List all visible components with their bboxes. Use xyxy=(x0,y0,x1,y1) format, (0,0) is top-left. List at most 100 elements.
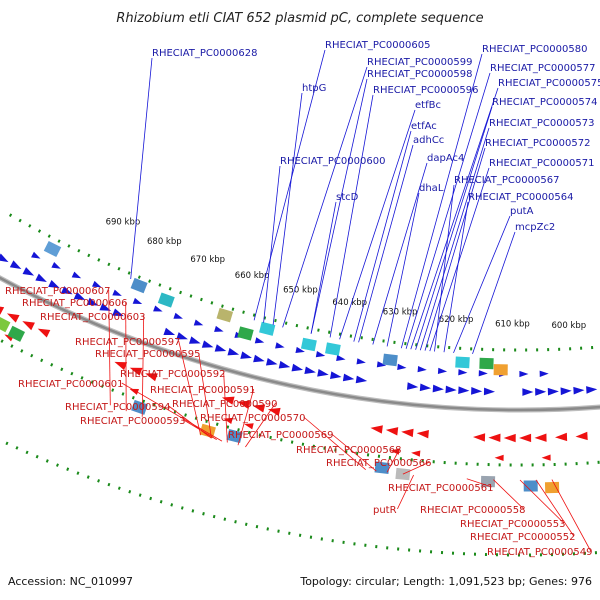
reverse-gene-label: RHECIAT_PC0000594 xyxy=(65,402,170,413)
feature-block-13 xyxy=(199,423,216,439)
reverse-label-leader xyxy=(535,479,575,537)
forward-gene-arrow-16 xyxy=(240,351,252,359)
forward-gene-label: RHECIAT_PC0000573 xyxy=(489,118,594,129)
feature-block-4 xyxy=(237,326,254,341)
forward-gene-arrow-13 xyxy=(201,340,214,348)
reverse-gene-label: RHECIAT_PC0000595 xyxy=(95,349,200,360)
forward-gene-label: RHECIAT_PC0000567 xyxy=(454,175,559,186)
forward-gene-label: mcpZc2 xyxy=(515,222,555,233)
feature-tracks xyxy=(0,213,600,557)
reverse-gene-label: RHECIAT_PC0000606 xyxy=(22,298,127,309)
forward-gene-arrow-15 xyxy=(227,347,240,356)
forward-gene-label: RHECIAT_PC0000598 xyxy=(367,69,472,80)
forward-gene-arrow-outer-17 xyxy=(376,361,387,368)
forward-gene-arrow-18 xyxy=(265,357,278,366)
forward-gene-arrow-36 xyxy=(560,387,572,396)
forward-gene-arrow-outer-19 xyxy=(417,365,427,373)
forward-gene-label: RHECIAT_PC0000577 xyxy=(490,63,595,74)
forward-gene-arrow-8 xyxy=(99,303,112,311)
reverse-gene-label: RHECIAT_PC0000552 xyxy=(470,532,575,543)
scale-label: 600 kbp xyxy=(552,321,587,331)
feature-block-3 xyxy=(216,307,234,323)
forward-gene-arrow-outer-6 xyxy=(153,305,163,312)
forward-label-leader xyxy=(415,106,493,350)
reverse-gene-arrow-0 xyxy=(0,305,5,315)
forward-gene-arrow-12 xyxy=(188,336,201,344)
forward-gene-arrow-31 xyxy=(471,387,483,395)
forward-gene-arrow-3 xyxy=(35,273,47,282)
reverse-label-leader xyxy=(519,479,564,524)
forward-gene-label: RHECIAT_PC0000580 xyxy=(482,44,587,55)
backbone-ring xyxy=(0,276,600,412)
forward-gene-label: etfBc xyxy=(415,100,441,111)
forward-label-leader xyxy=(386,192,420,347)
forward-gene-label: RHECIAT_PC0000596 xyxy=(373,85,478,96)
forward-gene-arrow-outer-8 xyxy=(193,319,204,326)
reverse-gene-arrow-inner-6 xyxy=(494,454,504,462)
forward-gene-arrow-outer-1 xyxy=(51,261,61,269)
forward-gene-arrow-outer-22 xyxy=(478,370,488,377)
forward-gene-label: RHECIAT_PC0000572 xyxy=(485,138,590,149)
reverse-label-leader xyxy=(386,448,401,473)
forward-gene-arrow-5 xyxy=(60,286,73,295)
forward-gene-arrow-outer-3 xyxy=(92,280,102,288)
reverse-gene-label: RHECIAT_PC0000590 xyxy=(172,399,277,410)
feature-block-7 xyxy=(325,342,341,356)
reverse-gene-label: RHECIAT_PC0000607 xyxy=(5,286,110,297)
forward-gene-label: dhaL xyxy=(419,183,444,194)
forward-gene-arrow-34 xyxy=(535,388,547,396)
forward-gene-arrow-32 xyxy=(483,387,495,396)
reverse-label-leader xyxy=(245,402,277,448)
feature-block-11 xyxy=(493,364,508,376)
feature-block-21 xyxy=(7,325,26,342)
scale-label: 620 kbp xyxy=(439,315,474,325)
reverse-gene-label: RHECIAT_PC0000558 xyxy=(420,505,525,516)
feature-block-6 xyxy=(300,337,317,352)
forward-gene-label: RHECIAT_PC0000574 xyxy=(492,97,597,108)
forward-gene-arrow-outer-7 xyxy=(173,312,183,319)
reverse-gene-arrow-inner-3 xyxy=(244,423,254,430)
reverse-label-leader xyxy=(237,388,255,446)
reverse-gene-arrow-4 xyxy=(114,361,128,371)
reverse-gene-arrow-17 xyxy=(503,433,516,443)
forward-label-leader xyxy=(400,53,483,349)
scale-label: 690 kbp xyxy=(106,218,141,228)
forward-gene-arrow-outer-15 xyxy=(336,354,346,362)
forward-gene-label: dapAc4 xyxy=(427,153,464,164)
forward-gene-arrow-9 xyxy=(112,308,124,317)
forward-gene-arrow-outer-16 xyxy=(356,358,366,365)
reverse-label-leader xyxy=(331,433,377,472)
forward-label-leader xyxy=(329,94,374,338)
reverse-gene-arrow-inner-7 xyxy=(541,454,551,461)
reverse-gene-arrow-13 xyxy=(401,428,414,438)
forward-gene-label: RHECIAT_PC0000599 xyxy=(367,57,472,68)
feature-block-18 xyxy=(523,480,538,492)
forward-gene-arrow-outer-18 xyxy=(397,363,407,371)
reverse-label-leader xyxy=(178,340,202,436)
reverse-gene-arrow-inner-5 xyxy=(411,450,421,457)
forward-gene-arrow-23 xyxy=(330,371,342,379)
forward-gene-arrow-24 xyxy=(342,373,355,382)
reverse-label-leader xyxy=(551,479,592,552)
forward-label-leader xyxy=(472,231,516,355)
feature-block-15 xyxy=(374,461,390,474)
reverse-gene-label: RHECIAT_PC0000601 xyxy=(18,379,123,390)
reverse-label-leader xyxy=(183,419,217,440)
reverse-gene-arrow-2 xyxy=(22,321,35,331)
reverse-gene-label: RHECIAT_PC0000591 xyxy=(150,385,255,396)
reverse-label-leader xyxy=(493,479,524,510)
forward-label-leader xyxy=(405,72,491,349)
reverse-label-leader xyxy=(121,382,223,442)
reverse-label-leader xyxy=(303,416,366,471)
forward-label-leader xyxy=(443,201,469,353)
reverse-label-leader xyxy=(198,352,212,439)
forward-gene-arrow-outer-24 xyxy=(519,370,529,378)
forward-gene-arrow-outer-20 xyxy=(437,367,448,375)
forward-gene-arrow-outer-12 xyxy=(275,342,285,349)
forward-gene-arrow-7 xyxy=(86,297,99,306)
reverse-gene-arrow-18 xyxy=(519,433,532,443)
reverse-gene-arrow-19 xyxy=(534,433,547,442)
forward-label-leader xyxy=(419,127,490,351)
reverse-gene-label: RHECIAT_PC0000603 xyxy=(40,312,145,323)
